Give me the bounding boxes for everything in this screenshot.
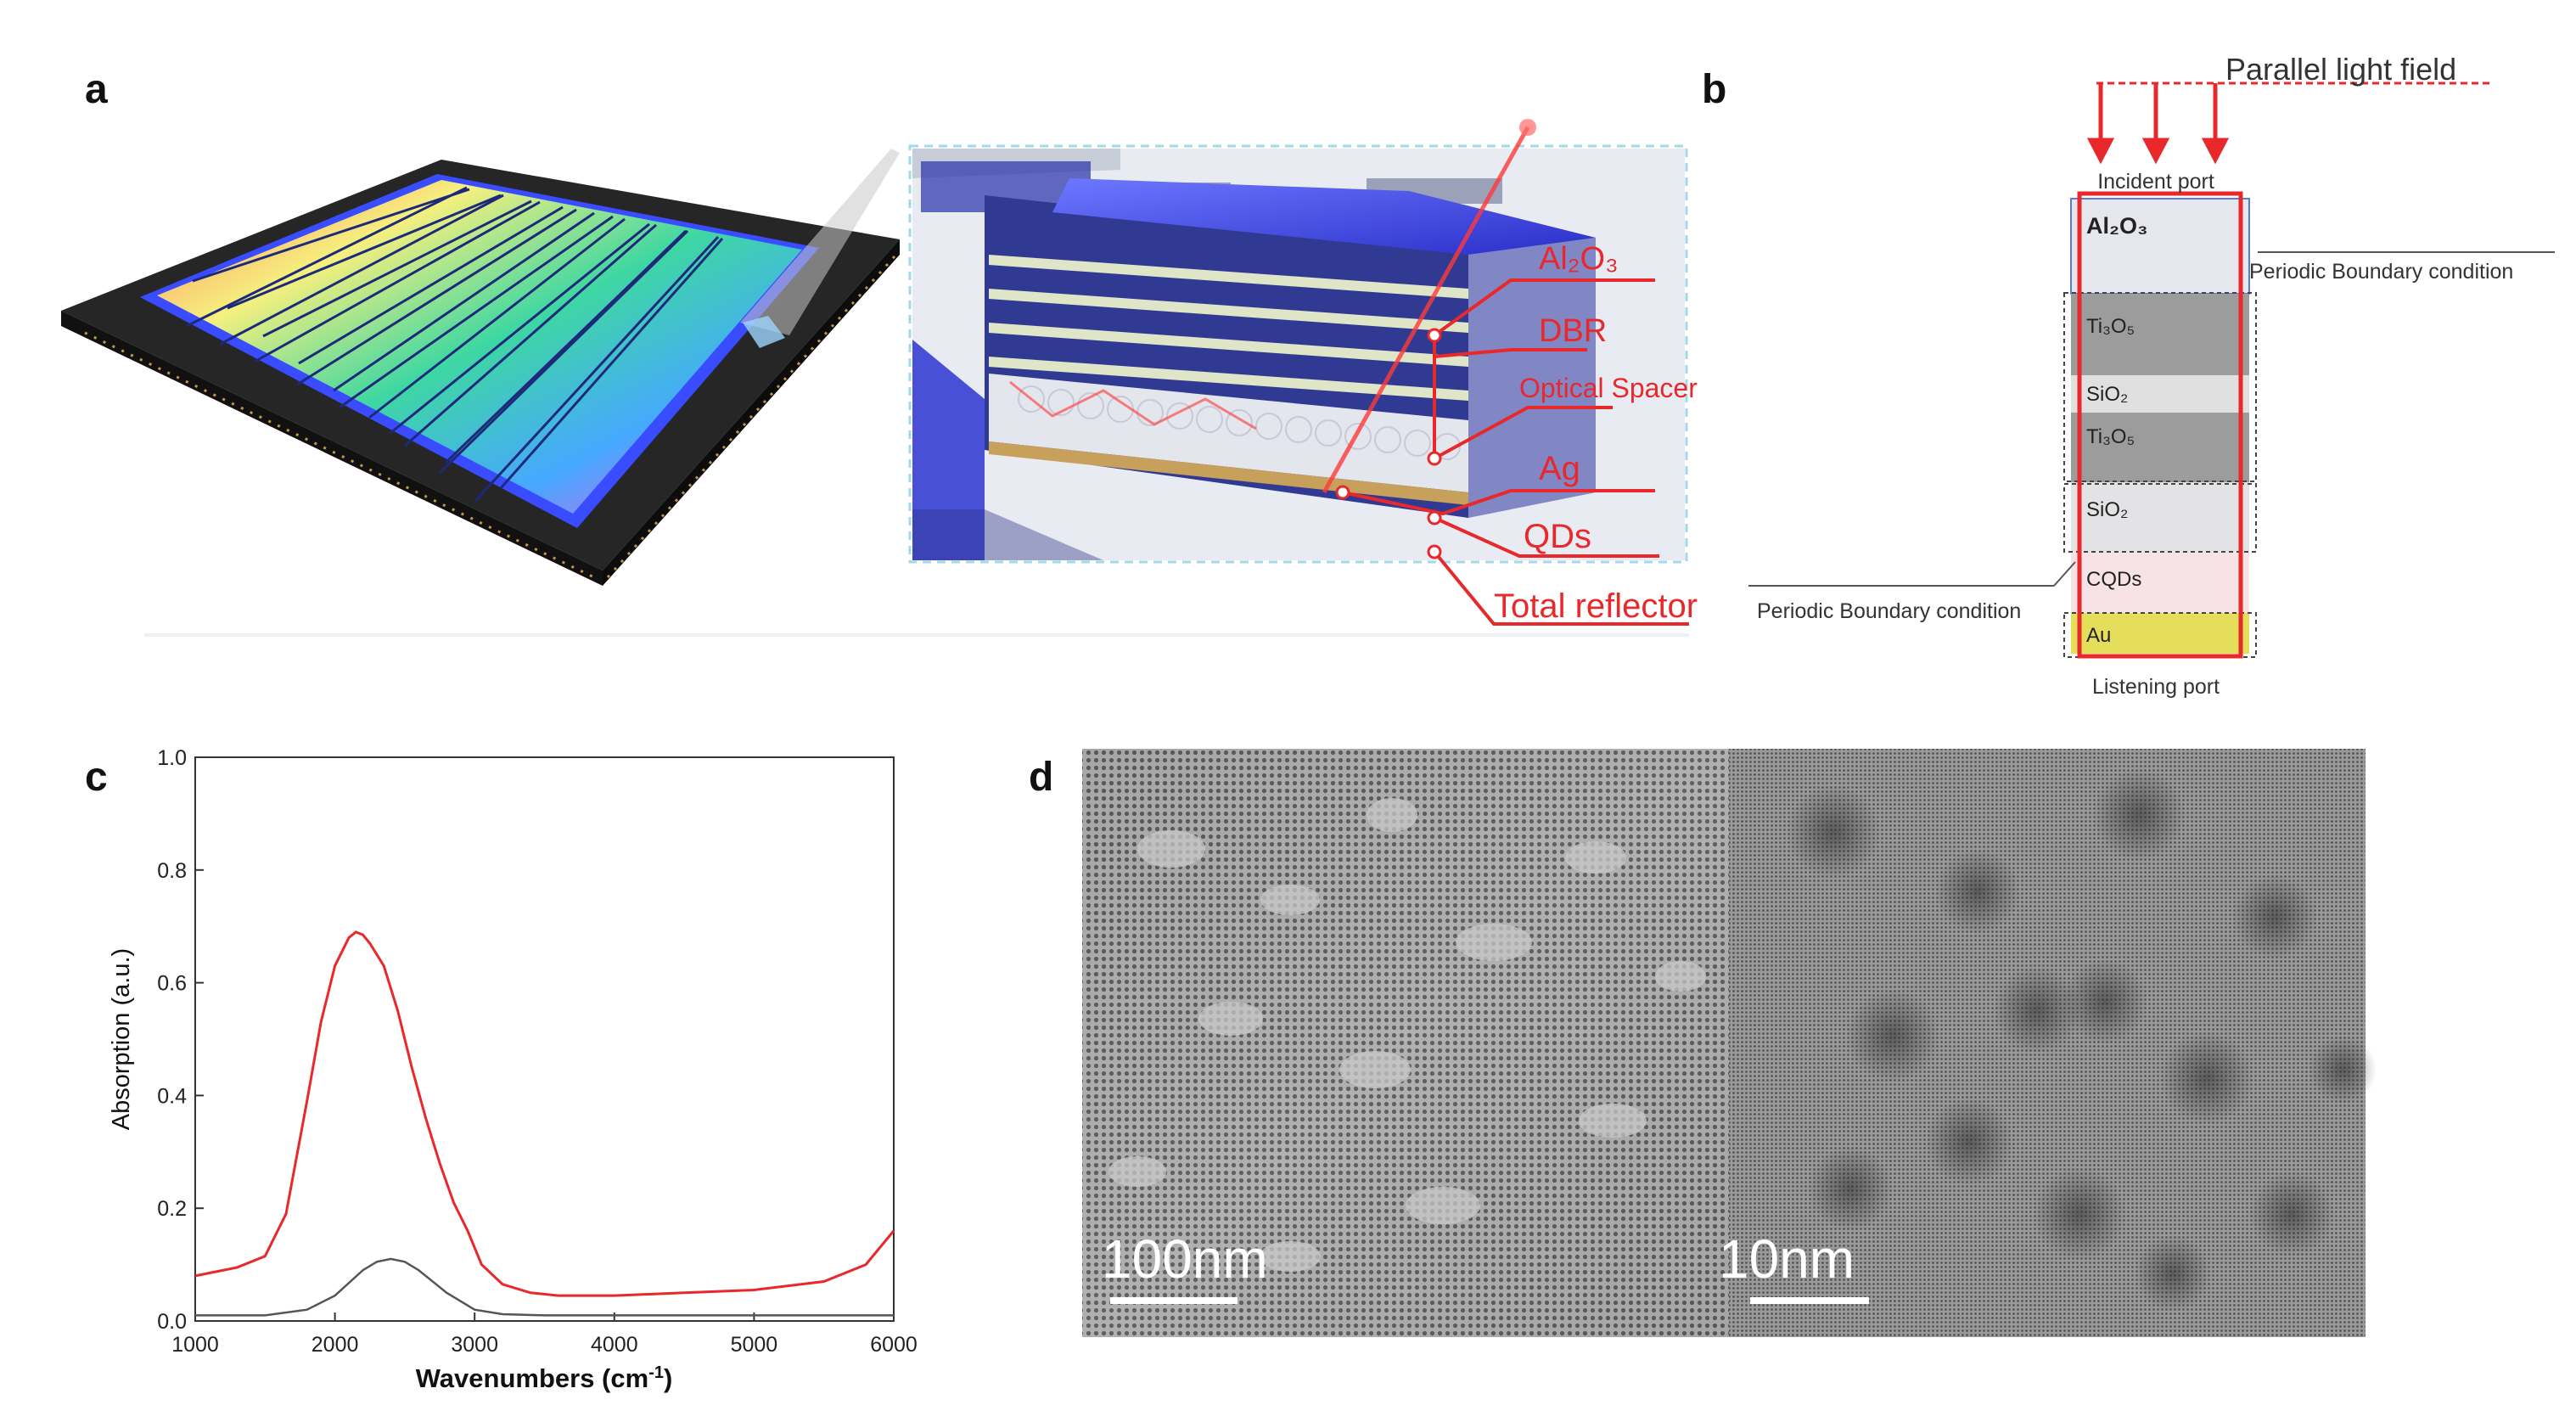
layer-sio2-top: SiO₂ [2086, 383, 2128, 406]
layer-sio2-bottom: SiO₂ [2086, 498, 2128, 521]
scale-bar-right [1750, 1297, 1869, 1304]
chart-frame [194, 756, 895, 1322]
y-tick-label: 0.4 [157, 1084, 187, 1108]
boundary-label-left: Periodic Boundary condition [1757, 599, 2021, 623]
cross-section-illustration [908, 119, 1688, 564]
label-ag: Ag [1539, 450, 1580, 487]
layer-ti3o5-top: Ti₃O₅ [2086, 315, 2135, 338]
scale-label-left: 100nm [1102, 1228, 1268, 1290]
x-tick-label: 2000 [311, 1333, 359, 1357]
listening-port-label: Listening port [2092, 675, 2220, 699]
label-qds: QDs [1524, 518, 1591, 555]
panel-c-letter: c [85, 755, 108, 800]
series-line-red [194, 930, 895, 1297]
label-optical-spacer: Optical Spacer [1519, 373, 1698, 403]
chip-pixel-grid [186, 186, 724, 503]
absorption-chart: 1000 2000 3000 4000 5000 6000 0.0 0.2 0.4 0.6 0.8 1… [108, 746, 918, 1393]
panel-d-letter: d [1029, 755, 1054, 800]
simulation-stack [1748, 81, 2555, 659]
y-tick-label: 0.8 [157, 859, 187, 883]
label-leaders [1342, 278, 1689, 626]
x-tick-label: 4000 [591, 1333, 638, 1357]
layer-au: Au [2086, 624, 2111, 647]
y-tick-label: 0.6 [157, 972, 187, 996]
series-line-black [195, 1257, 894, 1317]
incident-port-label: Incident port [2097, 170, 2214, 194]
chip-illustration [61, 149, 900, 586]
y-tick-label: 0.2 [157, 1197, 187, 1221]
x-tick-label: 3000 [451, 1333, 498, 1357]
label-dbr: DBR [1539, 313, 1607, 349]
layer-cqds: CQDs [2086, 568, 2141, 591]
x-tick-label: 5000 [731, 1333, 778, 1357]
scale-bar-left [1110, 1297, 1237, 1304]
y-axis-label: Absorption (a.u.) [108, 948, 135, 1130]
dbr-stripes [989, 255, 1468, 401]
boundary-label-right: Periodic Boundary condition [2249, 260, 2513, 284]
y-tick-label: 1.0 [157, 746, 187, 770]
layer-ti3o5-bottom: Ti₃O₅ [2086, 425, 2135, 448]
x-tick-label: 1000 [171, 1333, 219, 1357]
parallel-light-field-label: Parallel light field [2225, 52, 2456, 87]
panel-a-letter: a [85, 67, 108, 112]
label-al2o3: Al₂O₃ [1539, 241, 1619, 277]
y-tick-label: 0.0 [157, 1310, 187, 1334]
x-tick-label: 6000 [870, 1333, 918, 1357]
label-total-reflector: Total reflector [1494, 587, 1698, 625]
x-axis-label: Wavenumbers (cm-1) [416, 1363, 673, 1393]
tem-images [1082, 749, 2377, 1337]
layer-al2o3: Al₂O₃ [2086, 213, 2147, 239]
scale-label-right: 10nm [1719, 1228, 1855, 1290]
panel-b-letter: b [1702, 67, 1727, 112]
